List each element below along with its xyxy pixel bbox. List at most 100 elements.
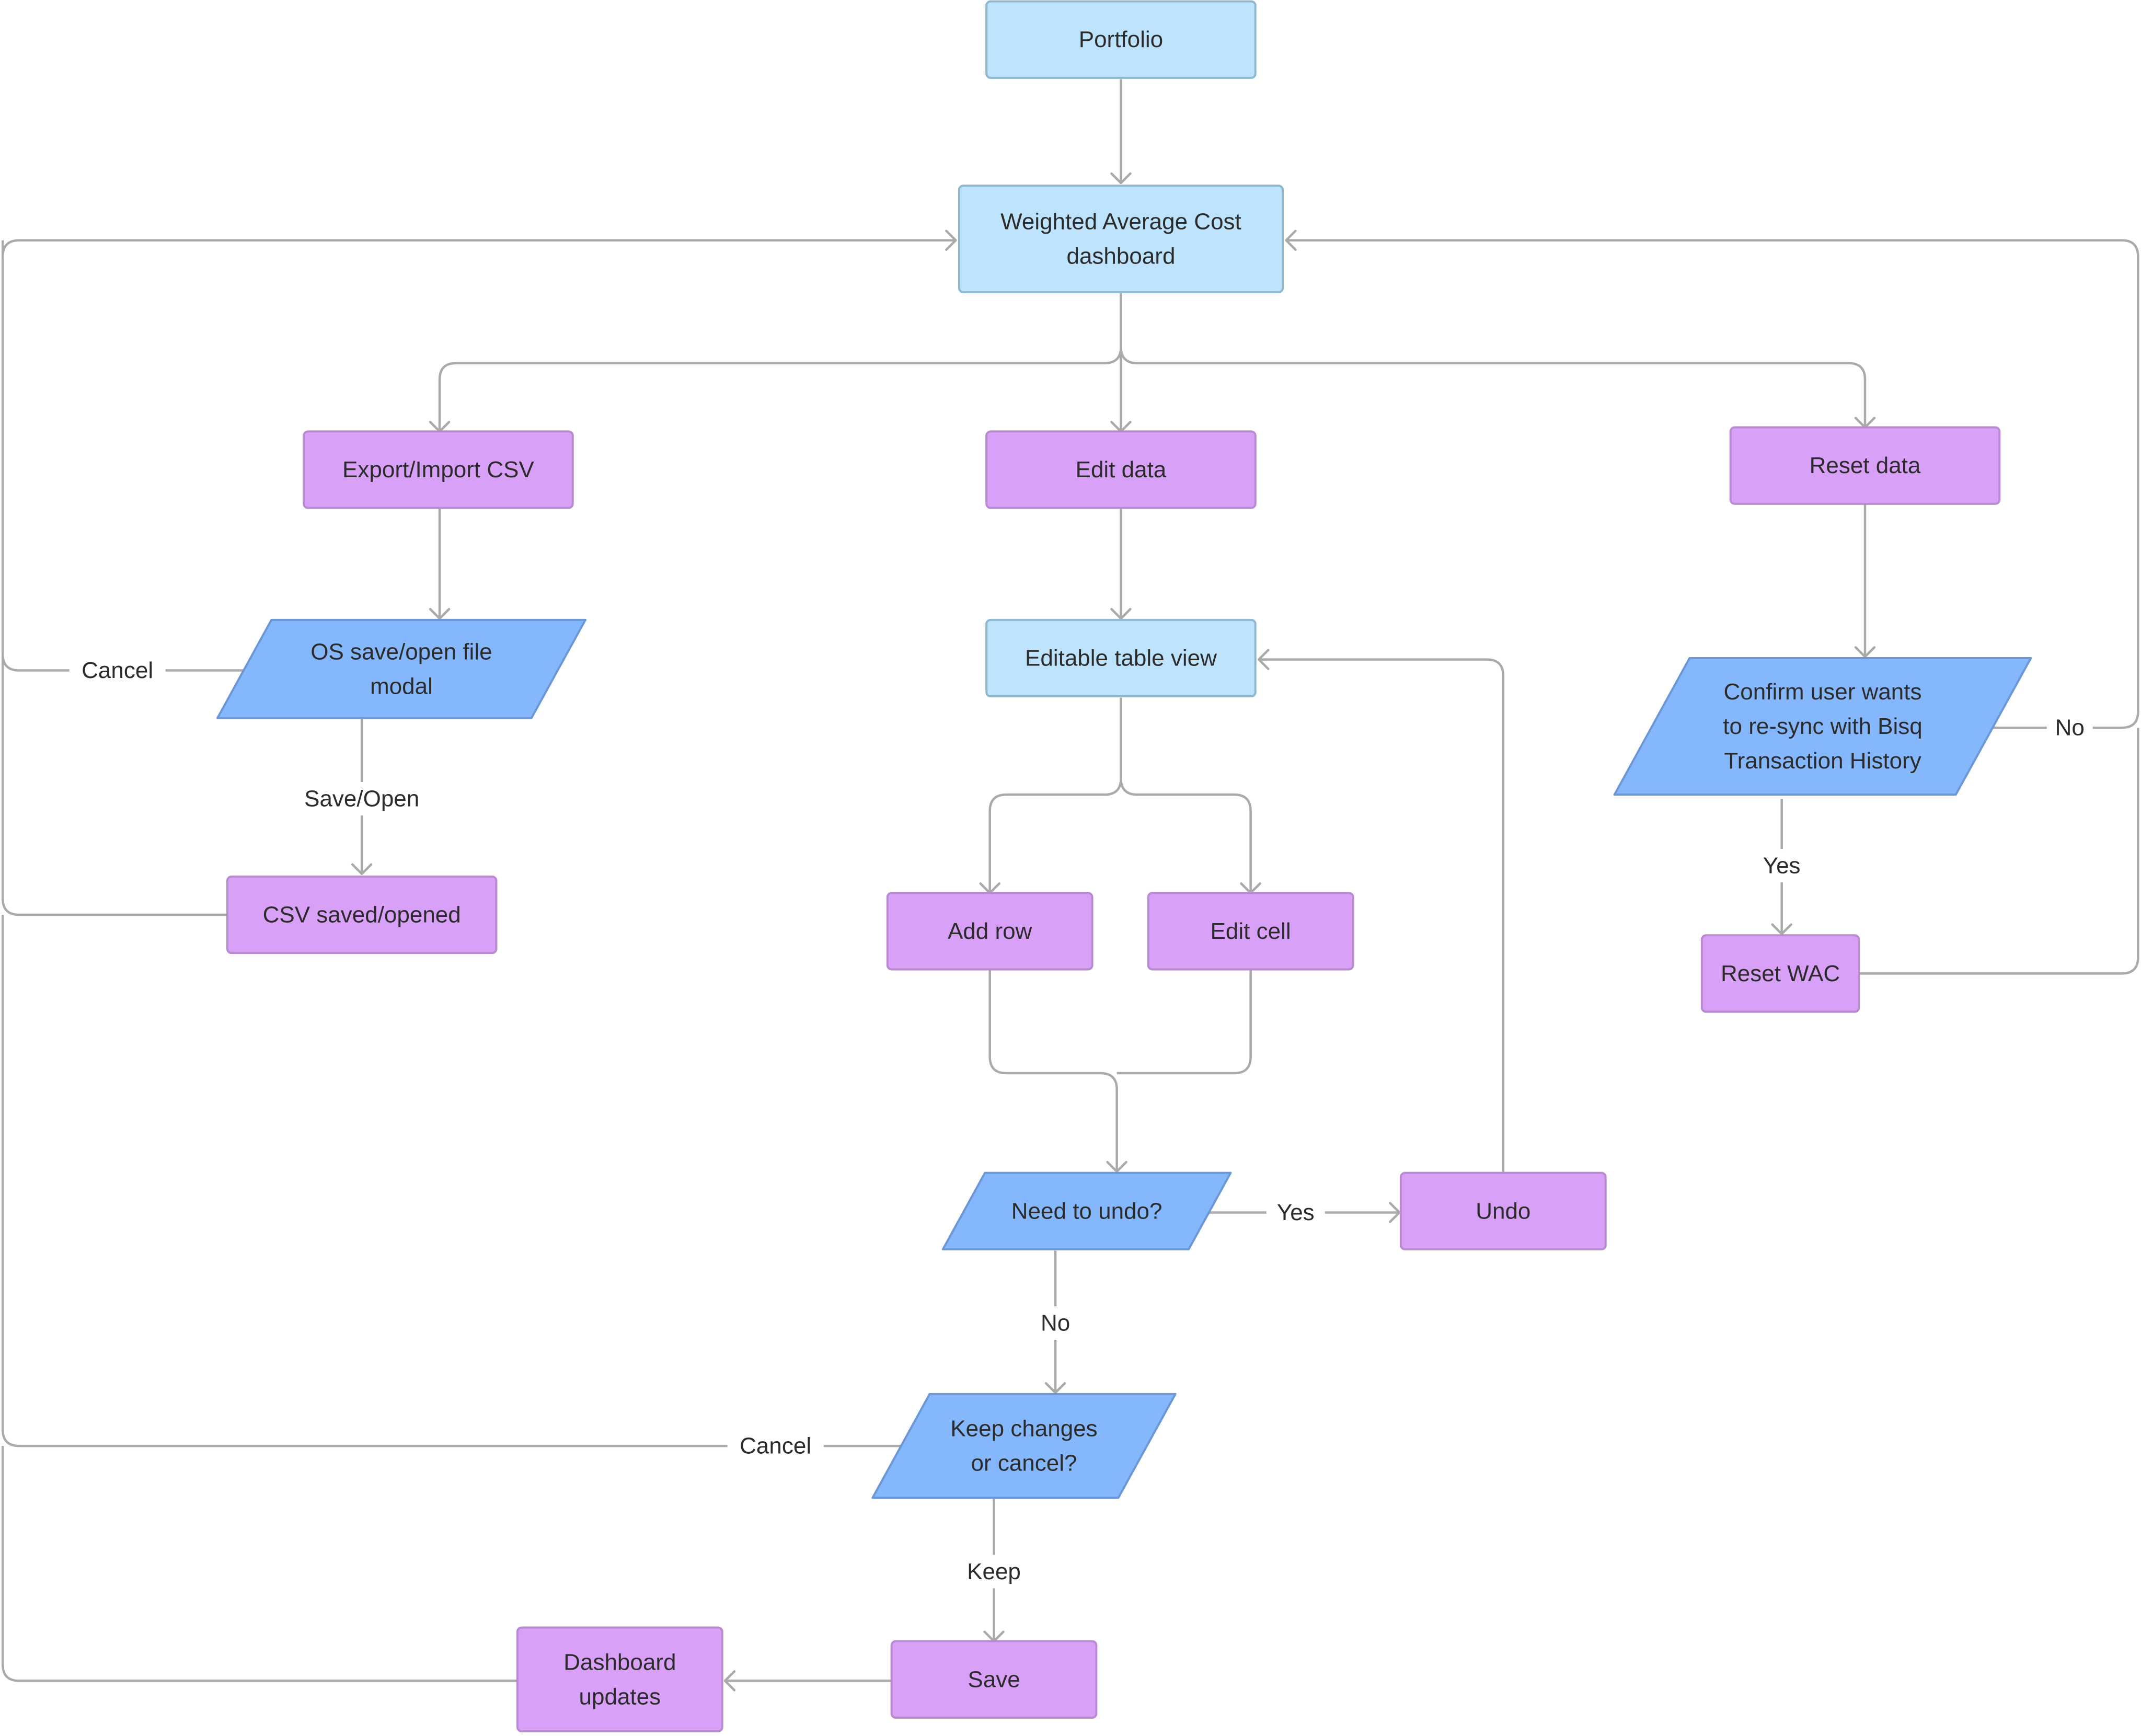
decision-shape <box>216 618 587 719</box>
edge-1 <box>438 292 1122 432</box>
node-label: Portfolio <box>1079 27 1163 52</box>
node-label: Editable table view <box>1025 645 1217 671</box>
node-label: Edit cell <box>1211 918 1291 944</box>
edge-label-bg <box>958 1555 1030 1589</box>
arrowhead-0 <box>1110 172 1132 185</box>
node-label: Dashboard <box>563 1649 676 1675</box>
edge-20 <box>1 915 910 1447</box>
node-dashboard-updates[interactable]: Dashboard updates <box>516 1626 723 1733</box>
arrowhead-15 <box>1106 1160 1127 1173</box>
edge-label-keep-keep: Keep <box>958 1555 1030 1589</box>
edge-label-bg <box>1752 849 1811 883</box>
node-label: or cancel? <box>971 1451 1077 1476</box>
edge-14 <box>1859 728 2139 975</box>
node-label: Reset data <box>1810 453 1921 478</box>
edge-label-text: Yes <box>1763 853 1801 879</box>
node-label: Save <box>968 1666 1020 1692</box>
edge-15 <box>988 969 1118 1172</box>
process-shape <box>886 892 1093 971</box>
edge-label-bg <box>1266 1195 1325 1229</box>
edge-9 <box>1 240 228 916</box>
node-os-modal[interactable]: OS save/open file modal <box>216 618 587 719</box>
edge-18 <box>1259 658 1505 1173</box>
node-export-import-csv[interactable]: Export/Import CSV <box>303 430 574 509</box>
process-shape <box>303 430 574 509</box>
process-shape <box>1729 426 2001 505</box>
node-save[interactable]: Save <box>890 1640 1098 1719</box>
arrowhead-8 <box>351 863 373 875</box>
decision-shape <box>1613 657 2032 796</box>
node-wac-dashboard[interactable]: Weighted Average Cost dashboard <box>958 185 1284 293</box>
process-shape <box>516 1626 723 1733</box>
node-label: Transaction History <box>1724 748 1921 774</box>
edge-23 <box>1 1446 519 1682</box>
node-reset-wac[interactable]: Reset WAC <box>1700 934 1860 1013</box>
node-label: CSV saved/opened <box>263 902 461 928</box>
edge-label-undo-yes: Yes <box>1266 1195 1325 1229</box>
arrowhead-6 <box>1854 646 1876 658</box>
node-edit-data[interactable]: Edit data <box>985 430 1257 509</box>
node-label: Confirm user wants <box>1724 679 1922 705</box>
node-label: Edit data <box>1076 457 1167 482</box>
edge-label-text: No <box>2055 715 2085 741</box>
node-csv-saved[interactable]: CSV saved/opened <box>226 875 498 955</box>
arrowhead-18 <box>1258 649 1270 670</box>
node-label: modal <box>370 673 433 699</box>
process-shape <box>985 430 1257 509</box>
node-portfolio[interactable]: Portfolio <box>985 0 1257 79</box>
edge-12 <box>1286 239 2139 729</box>
edge-label-confirm-no: No <box>2046 711 2093 745</box>
node-edit-cell[interactable]: Edit cell <box>1147 892 1354 971</box>
edge-10 <box>988 697 1122 893</box>
arrowhead-5 <box>1110 607 1132 620</box>
edge-label-text: Save/Open <box>304 786 419 812</box>
edge-label-undo-no: No <box>1032 1306 1079 1340</box>
node-label: to re-sync with Bisq <box>1723 714 1922 739</box>
node-label: Reset WAC <box>1721 961 1840 986</box>
node-need-undo[interactable]: Need to undo? <box>941 1171 1232 1250</box>
arrowhead-13 <box>1771 923 1792 935</box>
edge-label-os-save-open: Save/Open <box>295 782 429 816</box>
edge-16 <box>1116 969 1252 1075</box>
process-shape <box>1147 892 1354 971</box>
arrowhead-17 <box>1389 1202 1401 1223</box>
node-label: updates <box>579 1684 661 1709</box>
screen-shape <box>958 185 1284 293</box>
process-shape <box>1700 934 1860 1013</box>
process-shape <box>226 875 498 955</box>
node-undo[interactable]: Undo <box>1399 1171 1607 1250</box>
node-label: Keep changes <box>950 1416 1097 1442</box>
screen-shape <box>985 0 1257 79</box>
node-reset-data[interactable]: Reset data <box>1729 426 2001 505</box>
node-add-row[interactable]: Add row <box>886 892 1093 971</box>
edge-label-text: Cancel <box>82 658 153 683</box>
edge-label-bg <box>69 653 166 687</box>
edge-label-bg <box>295 782 429 816</box>
edge-label-bg <box>727 1429 824 1463</box>
arrowhead-22 <box>723 1670 736 1692</box>
node-label: dashboard <box>1066 244 1175 269</box>
decision-shape <box>941 1171 1232 1250</box>
node-label: Undo <box>1476 1198 1530 1224</box>
edge-label-confirm-yes: Yes <box>1752 849 1811 883</box>
node-label: Weighted Average Cost <box>1000 209 1241 235</box>
node-keep-or-cancel[interactable]: Keep changes or cancel? <box>871 1393 1177 1499</box>
edge-label-text: Yes <box>1277 1200 1315 1225</box>
edge-label-os-cancel: Cancel <box>69 653 166 687</box>
process-shape <box>1399 1171 1607 1250</box>
node-label: Need to undo? <box>1011 1198 1162 1224</box>
edge-label-bg <box>2046 711 2093 745</box>
edge-label-keep-cancel: Cancel <box>727 1429 824 1463</box>
arrowhead-12 <box>1285 229 1297 251</box>
node-label: Export/Import CSV <box>342 457 534 482</box>
edges <box>1 79 2139 1682</box>
edge-11 <box>1120 697 1252 893</box>
node-label: OS save/open file <box>310 639 492 664</box>
node-editable-table[interactable]: Editable table view <box>985 618 1257 698</box>
node-label: Add row <box>948 918 1032 944</box>
node-confirm-resync[interactable]: Confirm user wants to re-sync with BisqTr… <box>1613 657 2032 796</box>
screen-shape <box>985 618 1257 698</box>
